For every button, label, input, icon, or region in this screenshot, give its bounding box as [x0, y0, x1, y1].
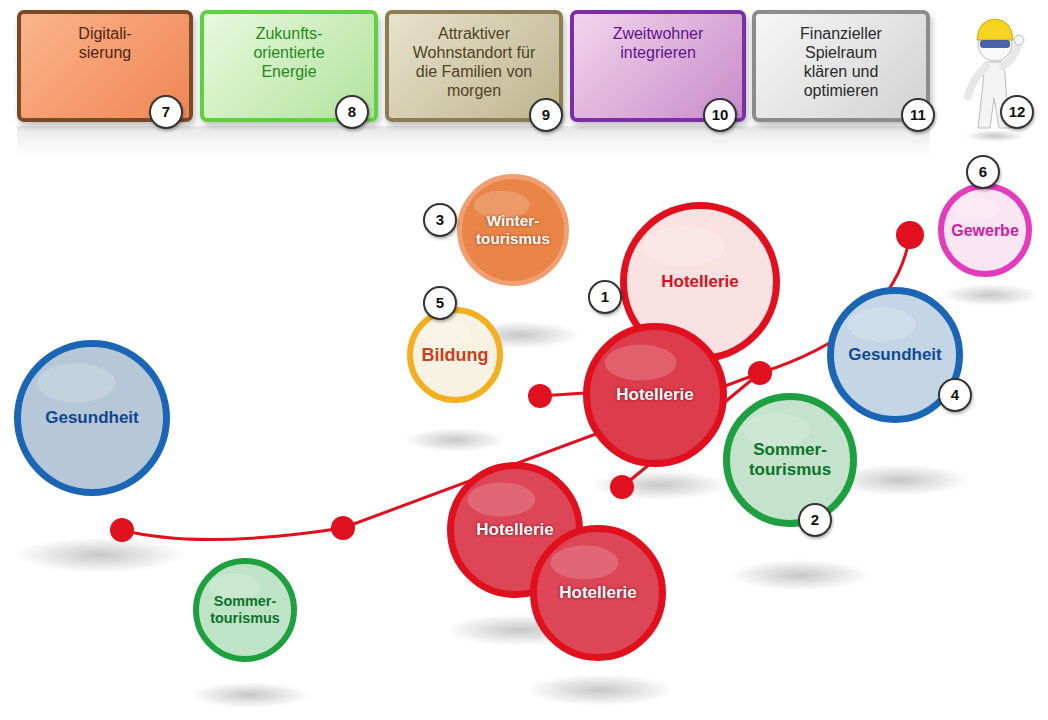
topic-circle: Bildung — [407, 307, 503, 403]
circle-shadow — [525, 674, 675, 706]
node-text: Sommer- tourismus — [740, 440, 840, 480]
circle-shadow — [590, 470, 730, 500]
node-text: Attraktiver Wohnstandort für die Familie… — [404, 24, 544, 100]
node-text: Hotellerie — [559, 583, 636, 603]
callout-number: 8 — [335, 95, 369, 129]
circle-shadow — [405, 428, 505, 452]
circle-shadow — [15, 537, 185, 573]
topic-circle: Gewerbe — [938, 183, 1032, 277]
callout-number: 12 — [1000, 95, 1034, 129]
topic-circle: Hotellerie — [530, 525, 666, 661]
topic-circle: Winter- tourismus — [457, 174, 569, 286]
node-text: Gesundheit — [848, 345, 942, 365]
callout-number: 9 — [529, 98, 563, 132]
node-text: Hotellerie — [661, 272, 738, 292]
node-text: Sommer- tourismus — [199, 593, 291, 627]
node-text: Finanzieller Spielraum klären und optimi… — [782, 24, 900, 100]
circle-shadow — [730, 559, 870, 591]
callout-number: 11 — [901, 98, 935, 132]
circle-shadow — [190, 682, 310, 708]
topic-circle: Sommer- tourismus — [193, 558, 297, 662]
node-text: Zweitwohner integrieren — [583, 24, 733, 62]
callout-number: 2 — [798, 503, 832, 537]
circle-shadow — [940, 284, 1040, 306]
tile-reflection — [17, 126, 930, 156]
topic-circle: Gesundheit — [14, 340, 170, 496]
callout-number: 3 — [423, 203, 457, 237]
topic-circle: Sommer- tourismus — [723, 393, 857, 527]
node-text: Bildung — [422, 344, 489, 366]
callout-number: 5 — [423, 286, 457, 320]
node-text: Hotellerie — [476, 520, 553, 540]
callout-number: 4 — [938, 378, 972, 412]
node-text: Hotellerie — [616, 385, 693, 405]
node-text: Digitali- sierung — [60, 24, 150, 62]
topic-circle: Hotellerie — [583, 323, 727, 467]
callout-number: 10 — [703, 98, 737, 132]
callout-number: 6 — [966, 155, 1000, 189]
callout-number: 7 — [149, 95, 183, 129]
node-text: Gesundheit — [45, 408, 139, 428]
callout-number: 1 — [588, 280, 622, 314]
node-text: Zukunfts- orientierte Energie — [233, 24, 345, 81]
node-text: Winter- tourismus — [465, 212, 561, 248]
node-text: Gewerbe — [951, 221, 1019, 240]
